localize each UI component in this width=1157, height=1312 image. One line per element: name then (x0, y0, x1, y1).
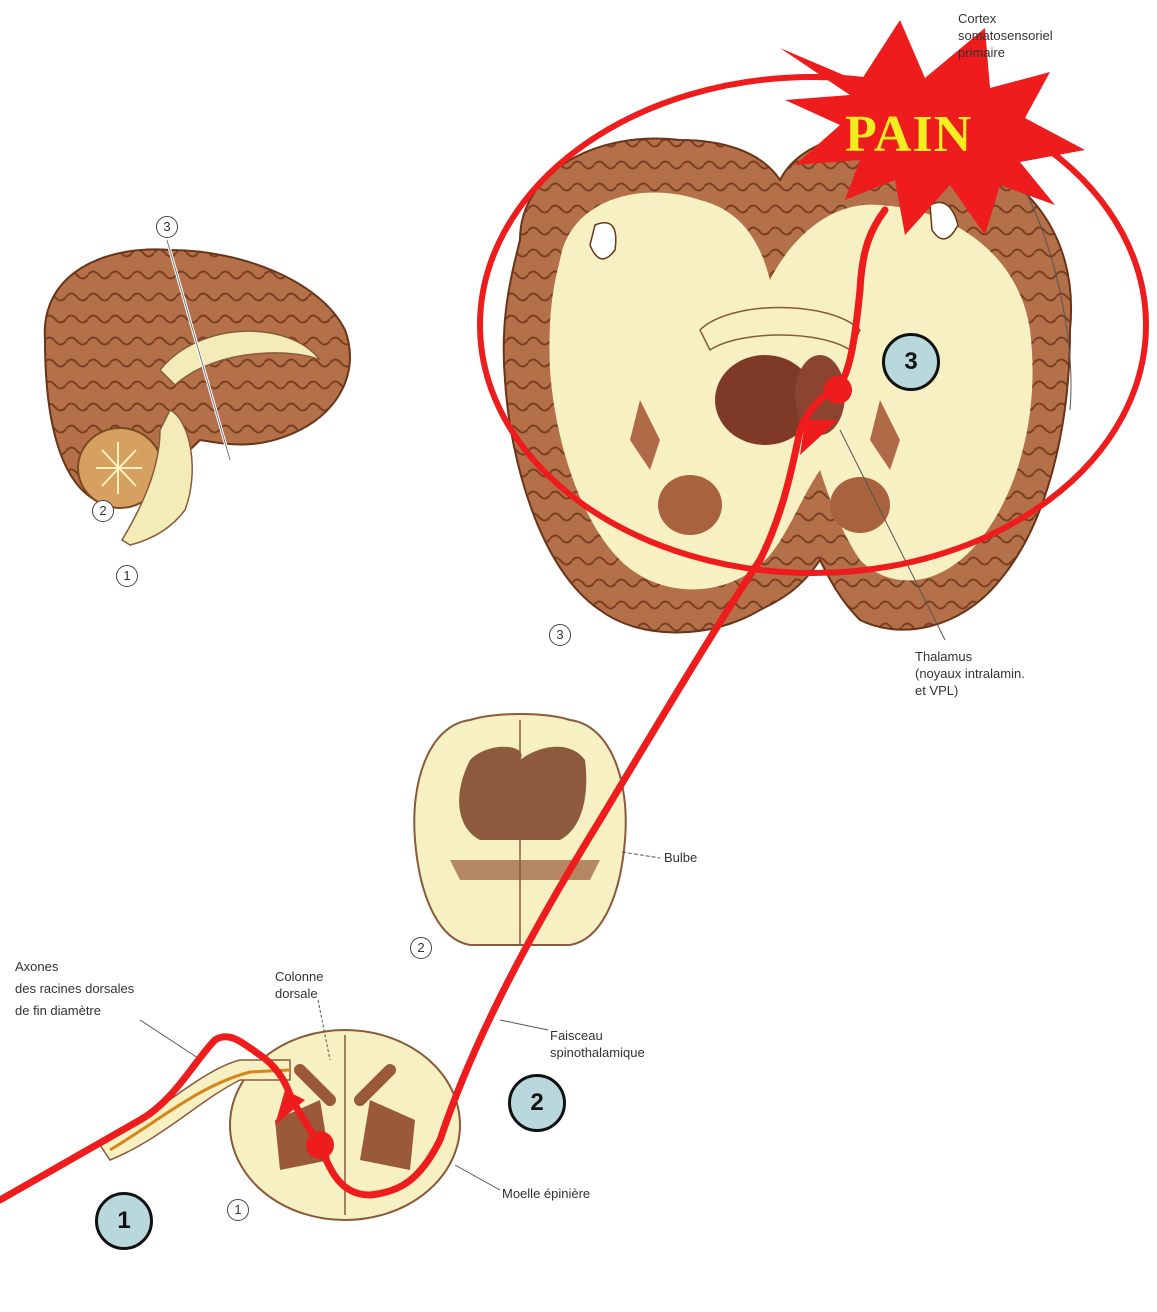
synapse-dot-spinal (306, 1131, 334, 1159)
cortex-label-2: somatosensoriel (958, 27, 1053, 44)
cortex-label-3: primaire (958, 44, 1005, 61)
moelle-leader (455, 1165, 500, 1190)
moelle-label: Moelle épinière (502, 1185, 590, 1202)
stage-badge-2: 2 (508, 1074, 566, 1132)
thalamus-label-1: Thalamus (915, 648, 972, 665)
faisceau-label-2: spinothalamique (550, 1044, 645, 1061)
stage-badge-1: 1 (95, 1192, 153, 1250)
axones-leader (140, 1020, 198, 1058)
section-marker-coronal: 3 (549, 624, 571, 646)
colonne-label-2: dorsale (275, 985, 318, 1002)
section-marker-brain-top: 3 (156, 216, 178, 238)
faisceau-leader (500, 1020, 548, 1030)
synapse-dot-thalamus (824, 376, 852, 404)
stage-badge-3: 3 (882, 333, 940, 391)
axones-label-2: des racines dorsales (15, 980, 134, 997)
sagittal-brain (45, 240, 350, 545)
axones-label-3: de fin diamètre (15, 1002, 101, 1019)
thalamus-label-3: et VPL) (915, 682, 958, 699)
bulbe-leader (622, 852, 660, 858)
section-marker-brain-mid: 2 (92, 500, 114, 522)
colonne-label-1: Colonne (275, 968, 323, 985)
faisceau-label-1: Faisceau (550, 1027, 603, 1044)
section-marker-spinal: 1 (227, 1199, 249, 1221)
spinal-cord-section (100, 1030, 460, 1220)
section-marker-brain-bottom: 1 (116, 565, 138, 587)
section-marker-medulla: 2 (410, 937, 432, 959)
pain-label: PAIN (845, 105, 972, 164)
axones-label-1: Axones (15, 958, 58, 975)
thalamus-label-2: (noyaux intralamin. (915, 665, 1025, 682)
cortex-label-1: Cortex (958, 10, 996, 27)
bulbe-label: Bulbe (664, 849, 697, 866)
